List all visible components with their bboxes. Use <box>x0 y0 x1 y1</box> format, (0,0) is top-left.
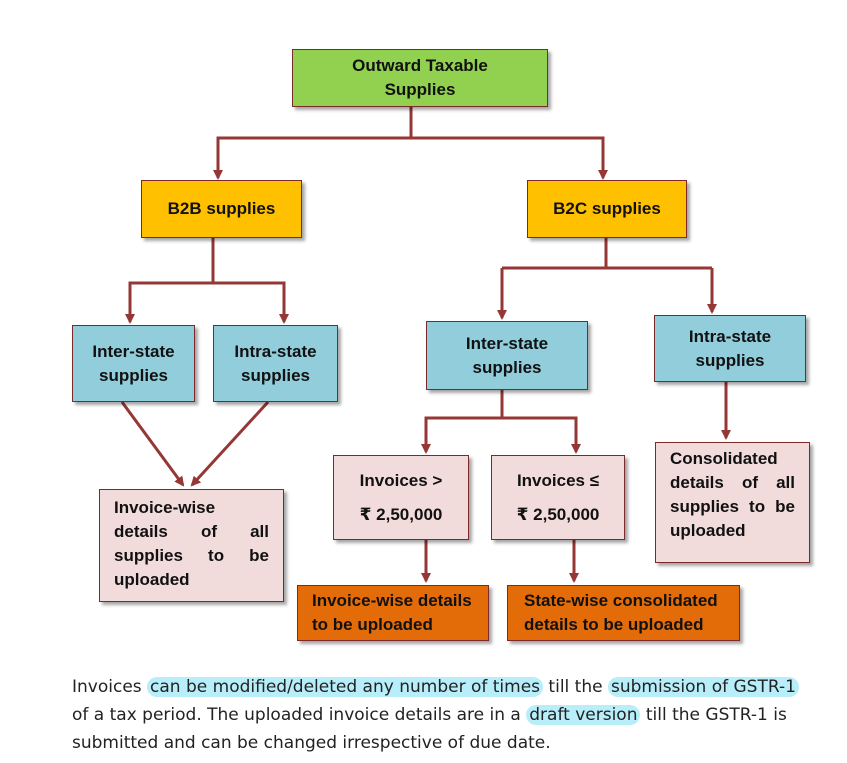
connector-b2b-intra <box>213 281 289 324</box>
node-b2b-supplies: B2B supplies <box>141 180 302 238</box>
caption-highlight: submission of GSTR-1 <box>607 677 799 697</box>
node-state-wise-upload: State-wise consolidated details to be up… <box>507 585 740 641</box>
caption-highlight: draft version <box>526 705 641 725</box>
node-label: Invoice-wise details to be uploaded <box>312 591 472 634</box>
connector-b2b-intra-details <box>190 400 270 487</box>
node-b2c-consolidated-details: Consolidated details of all supplies to … <box>655 442 810 563</box>
node-invoices-at-or-below-threshold: Invoices ≤ ₹ 2,50,000 <box>491 455 625 540</box>
node-b2b-intra-state: Intra-state supplies <box>213 325 338 402</box>
connector-b2c-inter-split <box>421 390 504 454</box>
node-label: B2B supplies <box>167 199 276 218</box>
node-label-line1: Invoices > <box>359 470 443 490</box>
caption-segment: till the GSTR-1 is submitted and can be … <box>72 705 787 753</box>
node-b2c-inter-state: Inter-state supplies <box>426 321 588 390</box>
node-label-line2: ₹ 2,50,000 <box>516 504 600 524</box>
node-label: Inter-state supplies <box>92 341 175 385</box>
connector-b2c-inter-le <box>502 416 581 454</box>
node-label: Invoice-wise details of all supplies to … <box>114 498 269 589</box>
caption-segment: of a tax period. The uploaded invoice de… <box>72 705 527 725</box>
node-label-line1: Invoices ≤ <box>516 470 600 490</box>
connector-b2b-inter-details <box>120 401 185 487</box>
node-invoices-above-threshold: Invoices > ₹ 2,50,000 <box>333 455 469 540</box>
node-label: Intra-state supplies <box>234 341 317 385</box>
node-label: Intra-state supplies <box>688 326 772 370</box>
node-label: Outward Taxable Supplies <box>352 56 488 99</box>
caption-text: Invoices can be modified/deleted any num… <box>72 673 812 757</box>
node-b2c-supplies: B2C supplies <box>527 180 687 238</box>
node-label: Consolidated details of all supplies to … <box>670 449 795 540</box>
node-outward-taxable-supplies: Outward Taxable Supplies <box>292 49 548 107</box>
node-label: B2C supplies <box>553 199 661 218</box>
caption-segment: till the <box>543 677 608 697</box>
connector-root-b2b <box>213 106 413 180</box>
node-label: Inter-state supplies <box>465 333 549 377</box>
node-label: State-wise consolidated details to be up… <box>524 591 718 634</box>
caption-highlight: can be modified/deleted any number of ti… <box>147 677 544 697</box>
caption-segment: Invoices <box>72 677 148 697</box>
node-b2b-invoice-wise-details: Invoice-wise details of all supplies to … <box>99 489 284 602</box>
node-b2c-intra-state: Intra-state supplies <box>654 315 806 382</box>
connector-b2b-inter <box>125 238 215 324</box>
node-b2b-inter-state: Inter-state supplies <box>72 325 195 402</box>
connector-root-b2c <box>411 136 608 180</box>
node-label-line2: ₹ 2,50,000 <box>359 504 443 524</box>
node-invoice-wise-upload: Invoice-wise details to be uploaded <box>297 585 489 641</box>
